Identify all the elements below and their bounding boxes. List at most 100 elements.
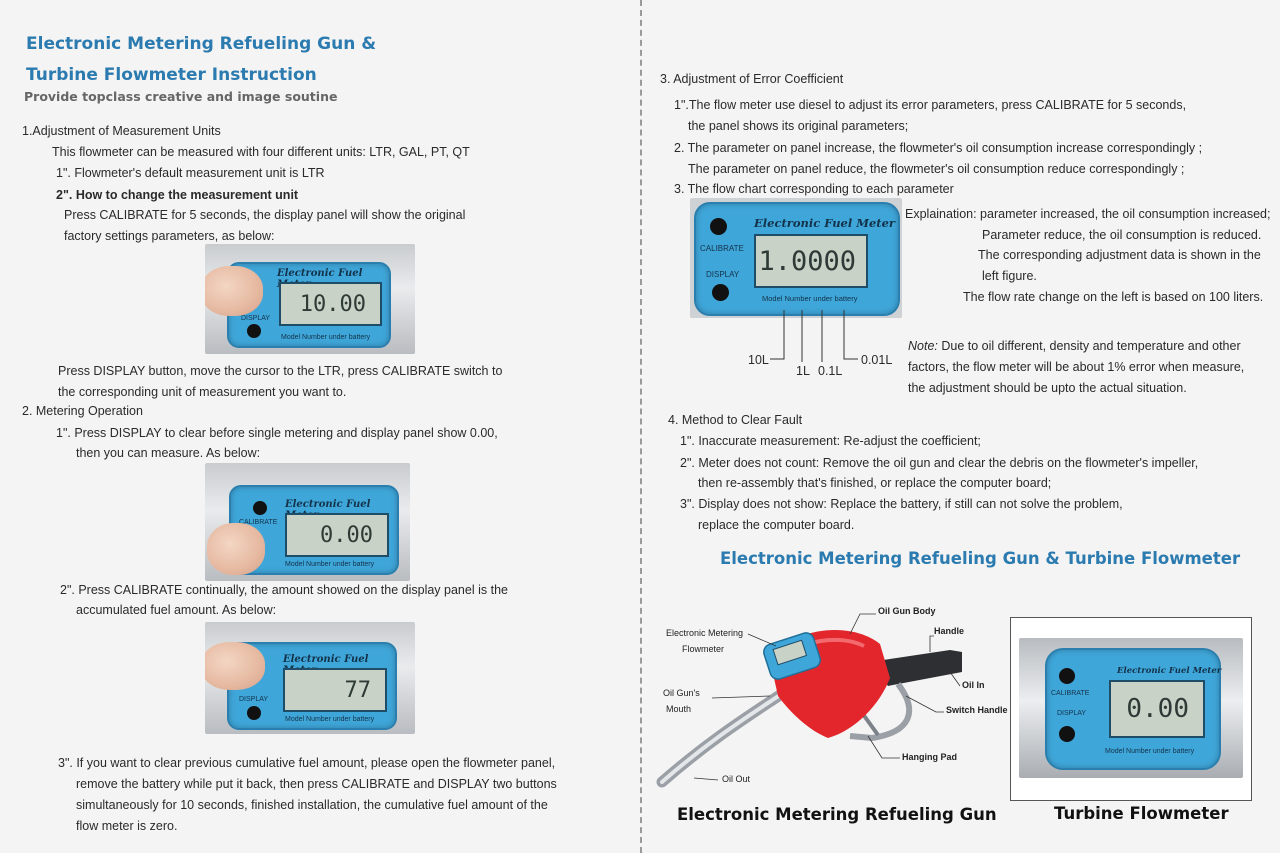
lcd-reading: 0.00: [320, 522, 373, 548]
calibrate-label: CALIBRATE: [1051, 690, 1090, 697]
model-label: Model Number under battery: [1105, 748, 1195, 755]
meter-title: Electronic Fuel Meter: [1117, 666, 1222, 676]
section3-line: The parameter on panel reduce, the flowm…: [688, 162, 1185, 176]
meter-title: Electronic Fuel Meter: [754, 216, 895, 230]
doc-title-line1: Electronic Metering Refueling Gun &: [26, 34, 377, 54]
lcd-display: 10.00: [279, 282, 382, 326]
calibrate-button: [253, 501, 267, 515]
dial-label-001l: 0.01L: [861, 353, 893, 367]
section4-line: replace the computer board.: [698, 518, 855, 532]
refueling-gun-illustration: [656, 613, 962, 788]
display-label: DISPLAY: [239, 696, 269, 703]
display-label: DISPLAY: [241, 315, 271, 322]
section4-line: 1". Inaccurate measurement: Re-adjust th…: [680, 434, 981, 448]
section4-line: 2". Meter does not count: Remove the oil…: [680, 456, 1199, 470]
calibrate-button: [1059, 668, 1075, 684]
dial-pointer-lines: [770, 310, 858, 362]
section1-subheading: 2". How to change the measurement unit: [56, 188, 299, 202]
model-label: Model Number under battery: [281, 334, 371, 341]
calibrate-label: CALIBRATE: [239, 519, 278, 526]
section4-line: then re-assembly that's finished, or rep…: [698, 476, 1052, 490]
label-flowmeter: Flowmeter: [682, 644, 725, 654]
calibrate-button: [710, 218, 727, 235]
doc-subtitle: Provide topclass creative and image sout…: [24, 89, 338, 104]
section1-line: This flowmeter can be measured with four…: [52, 145, 470, 159]
meter-photo-3: Electronic Fuel Meter 77 DISPLAY Model N…: [205, 622, 415, 734]
lcd-reading: 77: [344, 677, 372, 703]
lcd-reading: 10.00: [299, 291, 366, 317]
explanation-line: The flow rate change on the left is base…: [963, 290, 1264, 304]
label-switch-handle: Switch Handle: [946, 705, 1008, 715]
dial-label-01l: 0.1L: [818, 364, 843, 378]
section3-heading: 3. Adjustment of Error Coefficient: [660, 72, 844, 86]
section1-line: Press CALIBRATE for 5 seconds, the displ…: [64, 208, 466, 222]
section1-line: Press DISPLAY button, move the cursor to…: [58, 364, 503, 378]
caption-refueling-gun: Electronic Metering Refueling Gun: [677, 805, 997, 824]
meter-photo-4: Electronic Fuel Meter CALIBRATE DISPLAY …: [690, 198, 902, 318]
finger: [207, 523, 265, 575]
model-label: Model Number under battery: [285, 716, 375, 723]
lcd-reading: 0.00: [1126, 694, 1189, 724]
label-mouth: Mouth: [666, 704, 692, 714]
label-oil-guns: Oil Gun's: [663, 688, 700, 698]
model-label: Model Number under battery: [762, 294, 858, 303]
label-oil-out: Oil Out: [722, 774, 751, 784]
calibrate-label: CALIBRATE: [700, 244, 744, 253]
lcd-display: 0.00: [285, 513, 389, 557]
finger: [205, 266, 263, 316]
page-divider: [640, 0, 642, 853]
label-electronic-metering: Electronic Metering: [666, 628, 744, 638]
section2-line: simultaneously for 10 seconds, finished …: [76, 798, 548, 812]
label-hanging-pad: Hanging Pad: [902, 752, 958, 762]
section2-line: 3". If you want to clear previous cumula…: [58, 756, 556, 770]
explanation-line: The corresponding adjustment data is sho…: [978, 248, 1261, 262]
doc-title-line2: Turbine Flowmeter Instruction: [26, 65, 317, 85]
label-oil-in: Oil In: [962, 680, 985, 690]
section1-line: factory settings parameters, as below:: [64, 229, 275, 243]
note-line: the adjustment should be upto the actual…: [908, 381, 1187, 395]
explanation-line: left figure.: [982, 269, 1037, 283]
section1-heading: 1.Adjustment of Measurement Units: [22, 124, 221, 138]
explanation-line: Explaination: parameter increased, the o…: [905, 207, 1271, 221]
lcd-display: 1.0000: [754, 234, 868, 288]
section3-line: 1".The flow meter use diesel to adjust i…: [674, 98, 1187, 112]
dial-label-10l: 10L: [748, 353, 769, 367]
section2-line: then you can measure. As below:: [76, 446, 261, 460]
section4-line: 3". Display does not show: Replace the b…: [680, 497, 1123, 511]
section1-line: the corresponding unit of measurement yo…: [58, 385, 347, 399]
section4-heading: 4. Method to Clear Fault: [668, 413, 803, 427]
model-label: Model Number under battery: [285, 561, 375, 568]
lcd-display: 0.00: [1109, 680, 1205, 738]
meter-photo-1: Electronic Fuel Meter 10.00 DISPLAY Mode…: [205, 244, 415, 354]
explanation-line: Parameter reduce, the oil consumption is…: [982, 228, 1262, 242]
note-label: Note:: [908, 339, 938, 353]
note-text: Due to oil different, density and temper…: [937, 339, 1241, 353]
display-label: DISPLAY: [706, 270, 740, 279]
section3-line: 2. The parameter on panel increase, the …: [674, 141, 1203, 155]
section2-line: 2". Press CALIBRATE continually, the amo…: [60, 583, 508, 597]
section2-line: accumulated fuel amount. As below:: [76, 603, 277, 617]
section1-line: 1". Flowmeter's default measurement unit…: [56, 166, 325, 180]
label-oil-gun-body: Oil Gun Body: [878, 606, 936, 616]
note-line: Note: Due to oil different, density and …: [908, 339, 1241, 353]
meter-photo-2: Electronic Fuel Meter CALIBRATE 0.00 Mod…: [205, 463, 410, 581]
label-handle: Handle: [934, 626, 965, 636]
section2-line: 1". Press DISPLAY to clear before single…: [56, 426, 498, 440]
note-line: factors, the flow meter will be about 1%…: [908, 360, 1245, 374]
display-button: [247, 706, 261, 720]
section2-line: flow meter is zero.: [76, 819, 178, 833]
lcd-reading: 1.0000: [758, 245, 856, 277]
section3-line: 3. The flow chart corresponding to each …: [674, 182, 954, 196]
meter-panel: Electronic Fuel Meter CALIBRATE DISPLAY …: [694, 202, 900, 316]
section3-line: the panel shows its original parameters;: [688, 119, 909, 133]
product-title: Electronic Metering Refueling Gun & Turb…: [720, 549, 1241, 568]
turbine-photo-frame: Electronic Fuel Meter CALIBRATE DISPLAY …: [1010, 617, 1252, 801]
display-button: [712, 284, 729, 301]
display-label: DISPLAY: [1057, 710, 1087, 717]
caption-turbine-flowmeter: Turbine Flowmeter: [1054, 804, 1229, 823]
section2-heading: 2. Metering Operation: [22, 404, 143, 418]
turbine-photo: Electronic Fuel Meter CALIBRATE DISPLAY …: [1019, 638, 1243, 778]
meter-panel: Electronic Fuel Meter 10.00 DISPLAY Mode…: [227, 262, 391, 348]
dial-label-1l: 1L: [796, 364, 810, 378]
lcd-display: 77: [283, 668, 387, 712]
